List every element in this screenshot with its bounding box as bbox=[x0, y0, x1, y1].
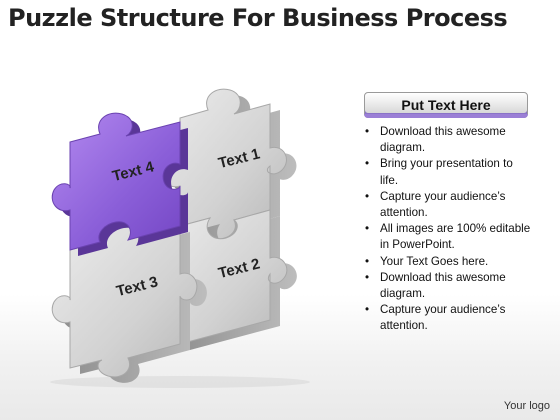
list-item: Capture your audience’s attention. bbox=[364, 302, 534, 334]
puzzle-shadow bbox=[50, 376, 310, 388]
puzzle-piece-text-3 bbox=[51, 221, 207, 383]
list-item: Capture your audience’s attention. bbox=[364, 189, 534, 221]
bullet-list: Download this awesome diagram. Bring you… bbox=[364, 124, 534, 335]
panel-header: Put Text Here bbox=[364, 92, 528, 118]
puzzle-piece-text-4 bbox=[51, 112, 188, 257]
puzzle-diagram: Text 4 Text 1 Text 3 Text 2 bbox=[30, 60, 330, 390]
list-item: Bring your presentation to life. bbox=[364, 156, 534, 188]
list-item: All images are 100% editable in PowerPoi… bbox=[364, 221, 534, 253]
puzzle-graphic: Text 4 Text 1 Text 3 Text 2 bbox=[50, 88, 310, 388]
list-item: Download this awesome diagram. bbox=[364, 124, 534, 156]
logo-placeholder: Your logo bbox=[503, 400, 550, 412]
page-title: Puzzle Structure For Business Process bbox=[8, 4, 508, 32]
list-item: Download this awesome diagram. bbox=[364, 270, 534, 302]
puzzle-piece-text-2 bbox=[162, 209, 297, 350]
puzzle-piece-text-1 bbox=[161, 88, 297, 245]
list-item: Your Text Goes here. bbox=[364, 254, 534, 270]
